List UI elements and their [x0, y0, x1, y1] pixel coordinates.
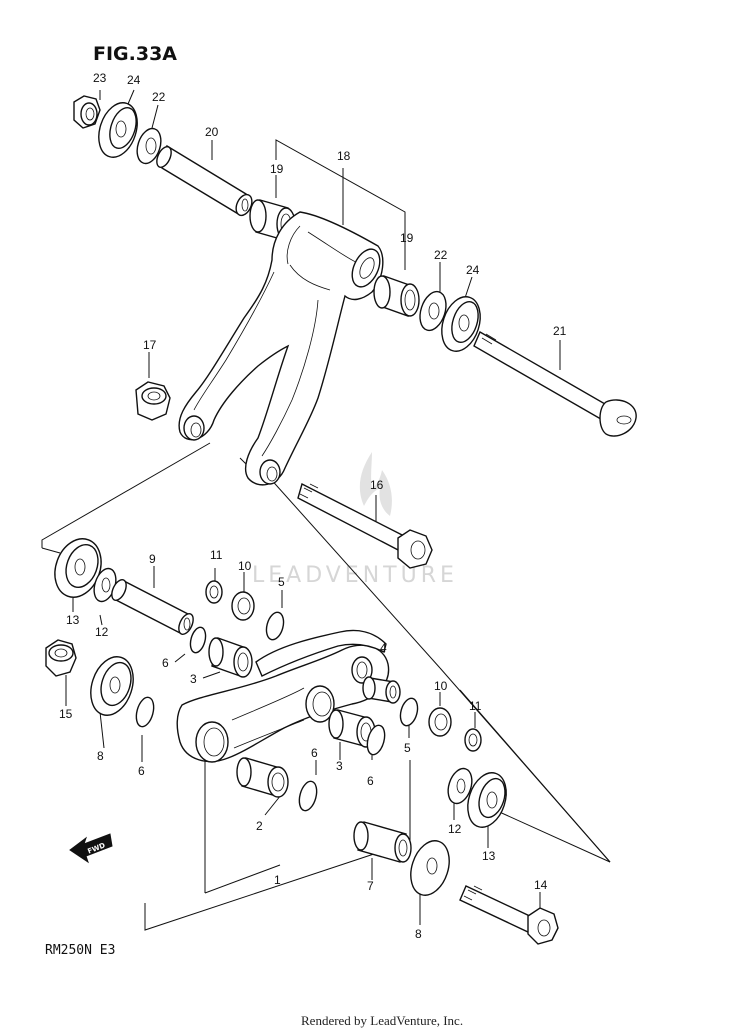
callout-number: 9	[149, 552, 156, 566]
callout-number: 21	[553, 324, 567, 338]
part-1-cushion-rod	[176, 629, 390, 763]
part-8-washer-left	[90, 656, 134, 716]
part-6-circlip-c	[366, 724, 386, 756]
part-24-washer-right	[441, 296, 481, 352]
part-6-circlip-d	[298, 780, 318, 812]
part-4-collar	[362, 676, 401, 704]
callout-number: 3	[336, 759, 343, 773]
figure-title: FIG.33A	[93, 43, 177, 65]
callout-number: 24	[466, 263, 480, 277]
part-12-washer-right	[447, 767, 473, 805]
callout-number: 3	[190, 672, 197, 686]
watermark-text: LEADVENTURE	[252, 563, 458, 588]
callout-number: 20	[205, 125, 219, 139]
leadventure-watermark: LEADVENTURE	[252, 452, 458, 588]
callout-number: 16	[370, 478, 384, 492]
forward-direction-arrow-icon: FWD	[69, 833, 113, 864]
part-13-washer-left	[54, 538, 102, 598]
callout-number: 11	[469, 699, 482, 713]
callout-number: 7	[367, 879, 374, 893]
callout-number: 6	[138, 764, 145, 778]
render-credit: Rendered by LeadVenture, Inc.	[301, 1013, 463, 1028]
callout-number: 18	[337, 149, 351, 163]
part-10-bushing-right	[428, 707, 452, 737]
part-16-bolt	[297, 482, 433, 569]
callout-number: 15	[59, 707, 73, 721]
part-17-nut	[135, 381, 171, 421]
part-15-nut	[45, 639, 77, 677]
part-2-bearing	[236, 757, 289, 798]
part-10-bushing-top	[231, 591, 255, 621]
part-21-bolt	[473, 331, 637, 437]
part-22-washer	[136, 127, 162, 165]
callout-number: 4	[380, 641, 387, 655]
part-11-seal-top	[205, 580, 223, 604]
callout-number: 19	[400, 231, 414, 245]
callout-number: 6	[367, 774, 374, 788]
part-19-bearing-right	[373, 275, 420, 317]
part-8-washer-right	[410, 840, 450, 896]
part-13-washer-right	[467, 772, 507, 828]
part-22-washer-right	[419, 290, 447, 332]
callout-number: 5	[404, 741, 411, 755]
callout-number: 11	[210, 548, 223, 562]
callout-number: 17	[143, 338, 157, 352]
callout-number: 13	[482, 849, 496, 863]
callout-number: 14	[534, 878, 548, 892]
callout-number: 8	[415, 927, 422, 941]
part-14-bolt	[459, 885, 559, 945]
part-20-spacer	[156, 144, 253, 217]
callout-number: 10	[238, 559, 252, 573]
callout-number: 19	[270, 162, 284, 176]
callout-number: 6	[162, 656, 169, 670]
callout-number: 22	[152, 90, 166, 104]
callout-number: 6	[311, 746, 318, 760]
callout-number: 22	[434, 248, 448, 262]
model-code: RM250N E3	[45, 943, 115, 958]
part-12-washer-left	[93, 567, 117, 603]
callout-number: 1	[274, 873, 281, 887]
callout-number: 24	[127, 73, 141, 87]
leader-lines	[41, 89, 611, 931]
callout-number: 10	[434, 679, 448, 693]
part-6-circlip-a	[189, 626, 207, 654]
callout-number: 12	[448, 822, 462, 836]
part-11-seal-right	[464, 728, 482, 752]
part-18-cushion-lever	[178, 211, 384, 486]
part-24-washer	[98, 102, 138, 158]
callout-number: 12	[95, 625, 109, 639]
callout-number: 8	[97, 749, 104, 763]
callout-number: 5	[278, 575, 285, 589]
callout-number: 2	[256, 819, 263, 833]
part-5-circlip-right	[399, 697, 419, 727]
callout-number: 13	[66, 613, 80, 627]
part-5-circlip-top	[265, 611, 285, 641]
callout-number: 23	[93, 71, 107, 85]
part-6-circlip-b	[135, 696, 155, 728]
part-9-spacer	[111, 578, 194, 636]
part-23-nut	[73, 95, 101, 129]
part-3-bearing-left	[208, 637, 253, 678]
part-7-spacer	[353, 821, 412, 863]
